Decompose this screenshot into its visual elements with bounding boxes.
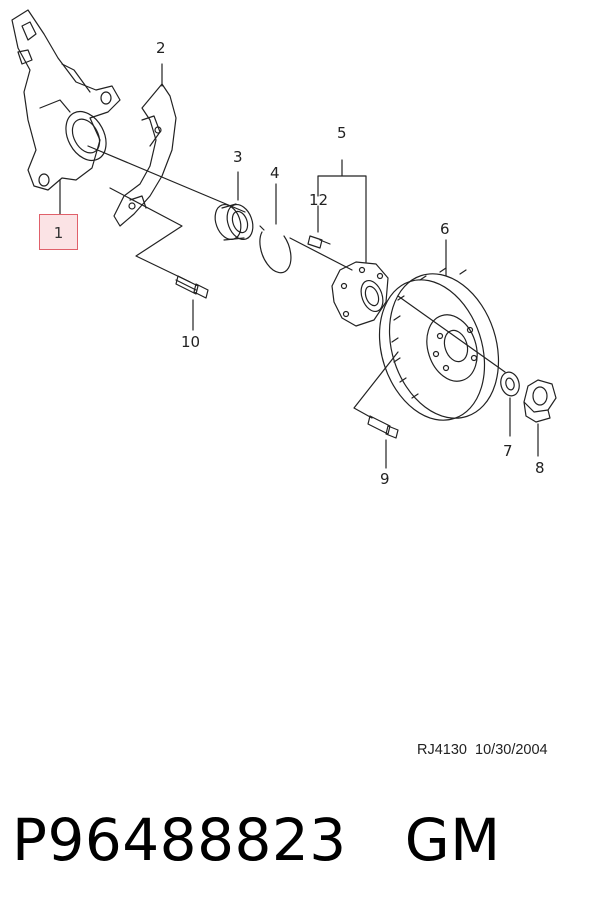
axle-axis-line <box>87 145 506 373</box>
snap-ring <box>259 225 292 274</box>
callout-label-10: 10 <box>181 333 201 351</box>
brand-name: GM <box>404 806 501 874</box>
drawing-ref-code: RJ4130 <box>417 742 467 758</box>
brake-dust-shield <box>113 83 177 227</box>
drawing-date: 10/30/2004 <box>475 742 548 758</box>
callout-label-12: 12 <box>309 191 329 209</box>
hub-nut <box>523 379 557 423</box>
callout-label-2: 2 <box>156 39 166 57</box>
part-number-line: P96488823 GM <box>12 806 501 886</box>
bolt-10 <box>175 275 209 299</box>
leader-bracket-9 <box>353 351 399 419</box>
callout-label-6: 6 <box>440 220 450 238</box>
caliper-bolt-9 <box>367 415 399 439</box>
washer <box>500 371 520 397</box>
highlighted-callout-1[interactable]: 1 <box>39 214 78 250</box>
drawing-reference: RJ4130 10/30/2004 <box>417 742 548 758</box>
callout-label-8: 8 <box>535 459 545 477</box>
brake-disc <box>378 267 500 421</box>
steering-knuckle <box>11 9 121 191</box>
leader-bracket-10 <box>109 187 191 283</box>
callout-label-3: 3 <box>233 148 243 166</box>
callout-label-1: 1 <box>53 224 64 242</box>
wheel-hub <box>331 261 389 327</box>
leader-bracket-5 <box>317 159 367 263</box>
callout-label-4: 4 <box>270 164 280 182</box>
exploded-parts-diagram <box>11 9 557 469</box>
callout-label-5: 5 <box>337 124 347 142</box>
wheel-bearing <box>214 203 254 241</box>
callout-label-9: 9 <box>380 470 390 488</box>
part-number: P96488823 <box>12 806 347 874</box>
hub-stud-12 <box>307 235 331 249</box>
callout-label-7: 7 <box>503 442 513 460</box>
